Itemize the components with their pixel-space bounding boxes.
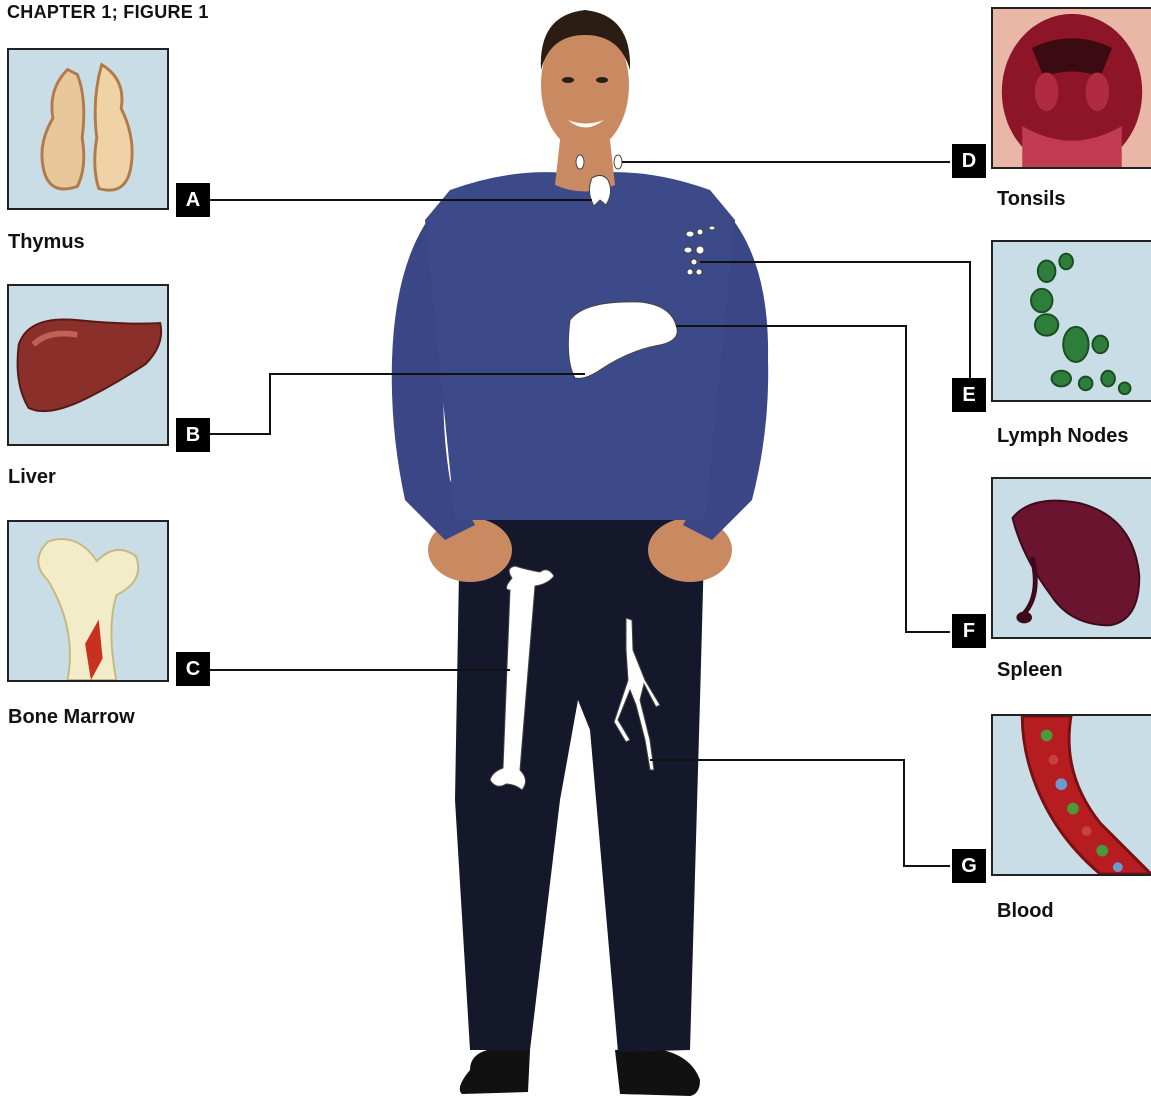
label-f: F [952, 614, 986, 648]
caption-bone-marrow: Bone Marrow [8, 706, 135, 729]
thymus-illustration [9, 50, 167, 208]
caption-tonsils: Tonsils [997, 188, 1066, 211]
shoes [460, 1048, 700, 1096]
caption-blood: Blood [997, 900, 1054, 923]
thymus-image-panel [7, 48, 169, 210]
label-b: B [176, 418, 210, 452]
blood-illustration [993, 716, 1151, 874]
liver-image-panel [7, 284, 169, 446]
label-g: G [952, 849, 986, 883]
liver-illustration [9, 286, 167, 444]
label-d: D [952, 144, 986, 178]
blood-image-panel [991, 714, 1151, 876]
tonsils-illustration [993, 9, 1151, 167]
spleen-image-panel [991, 477, 1151, 639]
caption-spleen: Spleen [997, 659, 1063, 682]
label-c: C [176, 652, 210, 686]
head [541, 10, 630, 151]
spleen-illustration [993, 479, 1151, 637]
caption-thymus: Thymus [8, 231, 85, 254]
bone-marrow-illustration [9, 522, 167, 680]
caption-liver: Liver [8, 466, 56, 489]
lymph-nodes-illustration [993, 242, 1151, 400]
caption-lymph-nodes: Lymph Nodes [997, 425, 1129, 448]
label-a: A [176, 183, 210, 217]
label-e: E [952, 378, 986, 412]
lymph-nodes-image-panel [991, 240, 1151, 402]
bone-marrow-image-panel [7, 520, 169, 682]
tonsils-image-panel [991, 7, 1151, 169]
